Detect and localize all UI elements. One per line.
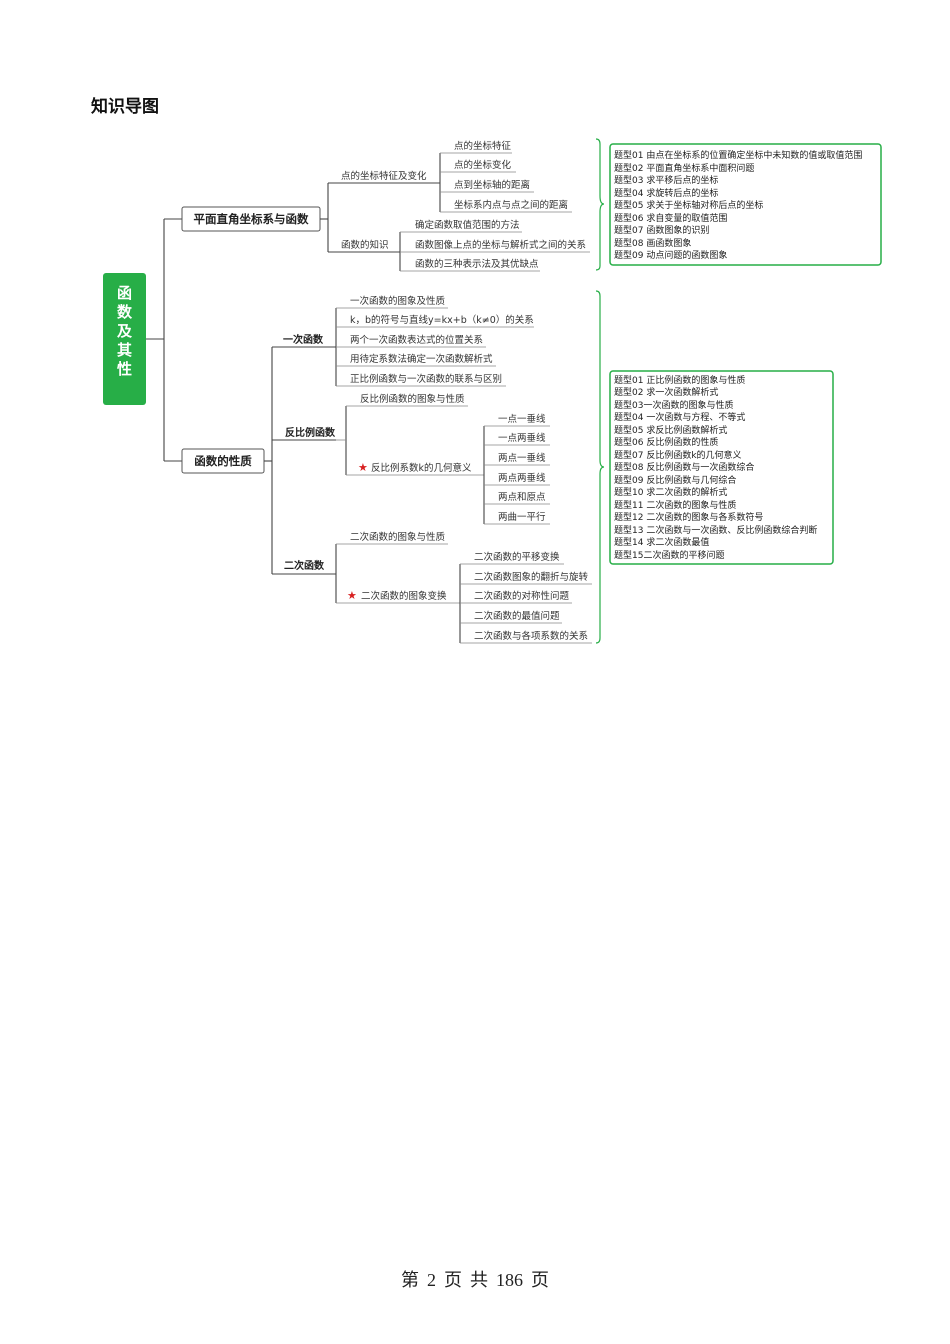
quadratic-item-1: 二次函数的图象与性质 bbox=[350, 531, 446, 543]
s2-type-11: 题型12 二次函数的图象与各系数符号 bbox=[614, 511, 763, 523]
page-heading: 知识导图 bbox=[91, 97, 159, 117]
linear-label: 一次函数 bbox=[283, 333, 324, 346]
s1-type-5: 题型06 求自变量的取值范围 bbox=[614, 212, 727, 224]
s2-type-8: 题型09 反比例函数与几何综合 bbox=[614, 474, 736, 486]
root-char-4: 性 bbox=[117, 360, 132, 378]
k-item-0: 一点一垂线 bbox=[498, 413, 546, 425]
trans-item-4: 二次函数与各项系数的关系 bbox=[474, 630, 588, 642]
s2-type-13: 题型14 求二次函数最值 bbox=[614, 536, 709, 548]
inverse-label: 反比例函数 bbox=[285, 426, 336, 439]
s2-type-9: 题型10 求二次函数的解析式 bbox=[614, 486, 727, 498]
s1-group2-label: 函数的知识 bbox=[341, 239, 389, 251]
trans-item-3: 二次函数的最值问题 bbox=[474, 610, 560, 622]
trans-item-1: 二次函数图象的翻折与旋转 bbox=[474, 571, 589, 583]
s2-type-3: 题型04 一次函数与方程、不等式 bbox=[614, 411, 745, 423]
s1-type-8: 题型09 动点问题的函数图象 bbox=[614, 249, 727, 261]
footer-prefix: 第 bbox=[401, 1270, 419, 1290]
s2-type-6: 题型07 反比例函数k的几何意义 bbox=[614, 449, 742, 461]
section1-brace bbox=[595, 138, 605, 271]
footer-mid1: 页 bbox=[444, 1270, 462, 1290]
k-item-1: 一点两垂线 bbox=[498, 432, 546, 444]
s2-type-1: 题型02 求一次函数解析式 bbox=[614, 386, 718, 398]
s1-type-4: 题型05 求关于坐标轴对称后点的坐标 bbox=[614, 199, 763, 211]
s2-type-0: 题型01 正比例函数的图象与性质 bbox=[614, 374, 745, 386]
s1-type-3: 题型04 求旋转后点的坐标 bbox=[614, 187, 718, 199]
linear-item-4: 正比例函数与一次函数的联系与区别 bbox=[350, 373, 502, 385]
footer-mid2: 共 bbox=[470, 1270, 488, 1290]
inverse-item-1: 反比例函数的图象与性质 bbox=[360, 393, 465, 405]
mind-map: 函 数 及 其 性 平面直角坐标系与函数 点的坐标特征及变化 点的坐标特征 点的… bbox=[103, 138, 882, 644]
k-item-3: 两点两垂线 bbox=[498, 472, 546, 484]
s1-g1-item-2: 点到坐标轴的距离 bbox=[454, 179, 530, 191]
k-item-2: 两点一垂线 bbox=[498, 452, 546, 464]
linear-item-0: 一次函数的图象及性质 bbox=[350, 295, 446, 307]
s1-g1-item-0: 点的坐标特征 bbox=[454, 140, 512, 152]
section2-brace bbox=[595, 290, 605, 644]
quadratic-trans-label: 二次函数的图象变换 bbox=[361, 590, 447, 602]
s1-group1-label: 点的坐标特征及变化 bbox=[341, 170, 427, 182]
section1-types-box bbox=[609, 143, 882, 266]
footer-page-number: 2 bbox=[427, 1270, 436, 1290]
linear-item-1: k，b的符号与直线y=kx+b（k≠0）的关系 bbox=[350, 314, 534, 326]
s2-type-5: 题型06 反比例函数的性质 bbox=[614, 436, 718, 448]
s2-type-2: 题型03一次函数的图象与性质 bbox=[614, 399, 733, 411]
s2-type-14: 题型15二次函数的平移问题 bbox=[614, 549, 724, 561]
s2-type-7: 题型08 反比例函数与一次函数综合 bbox=[614, 461, 754, 473]
linear-item-3: 用待定系数法确定一次函数解析式 bbox=[350, 353, 493, 365]
linear-item-2: 两个一次函数表达式的位置关系 bbox=[350, 334, 483, 346]
s1-g2-item-0: 确定函数取值范围的方法 bbox=[415, 219, 520, 231]
root-char-2: 及 bbox=[117, 322, 133, 340]
root-node bbox=[103, 273, 146, 405]
s2-type-10: 题型11 二次函数的图象与性质 bbox=[614, 499, 736, 511]
s1-type-7: 题型08 画函数图象 bbox=[614, 237, 691, 249]
s1-g1-item-1: 点的坐标变化 bbox=[454, 159, 512, 171]
quadratic-label: 二次函数 bbox=[284, 559, 325, 572]
section2-title: 函数的性质 bbox=[194, 454, 252, 468]
root-char-3: 其 bbox=[117, 341, 132, 359]
section1-title: 平面直角坐标系与函数 bbox=[194, 212, 309, 226]
s1-type-2: 题型03 求平移后点的坐标 bbox=[614, 174, 718, 186]
s1-type-1: 题型02 平面直角坐标系中面积问题 bbox=[614, 162, 754, 174]
section2-types-box bbox=[609, 370, 834, 565]
s2-type-4: 题型05 求反比例函数解析式 bbox=[614, 424, 727, 436]
trans-item-2: 二次函数的对称性问题 bbox=[474, 590, 570, 602]
root-char-1: 数 bbox=[117, 303, 133, 321]
s2-type-12: 题型13 二次函数与一次函数、反比例函数综合判断 bbox=[614, 524, 817, 536]
star-icon: ★ bbox=[358, 461, 368, 474]
s1-g1-item-3: 坐标系内点与点之间的距离 bbox=[454, 199, 568, 211]
footer-suffix: 页 bbox=[531, 1270, 549, 1290]
k-item-5: 两曲一平行 bbox=[498, 511, 546, 523]
footer-total: 186 bbox=[496, 1270, 523, 1290]
trans-item-0: 二次函数的平移变换 bbox=[474, 551, 560, 563]
root-char-0: 函 bbox=[117, 284, 132, 302]
inverse-k-label: 反比例系数k的几何意义 bbox=[371, 462, 472, 474]
k-item-4: 两点和原点 bbox=[498, 492, 546, 503]
s1-g2-item-2: 函数的三种表示法及其优缺点 bbox=[415, 258, 539, 270]
s1-type-6: 题型07 函数图象的识别 bbox=[614, 224, 709, 236]
star-icon: ★ bbox=[347, 589, 357, 602]
s1-g2-item-1: 函数图像上点的坐标与解析式之间的关系 bbox=[415, 239, 586, 251]
s1-type-0: 题型01 由点在坐标系的位置确定坐标中未知数的值或取值范围 bbox=[614, 149, 862, 161]
